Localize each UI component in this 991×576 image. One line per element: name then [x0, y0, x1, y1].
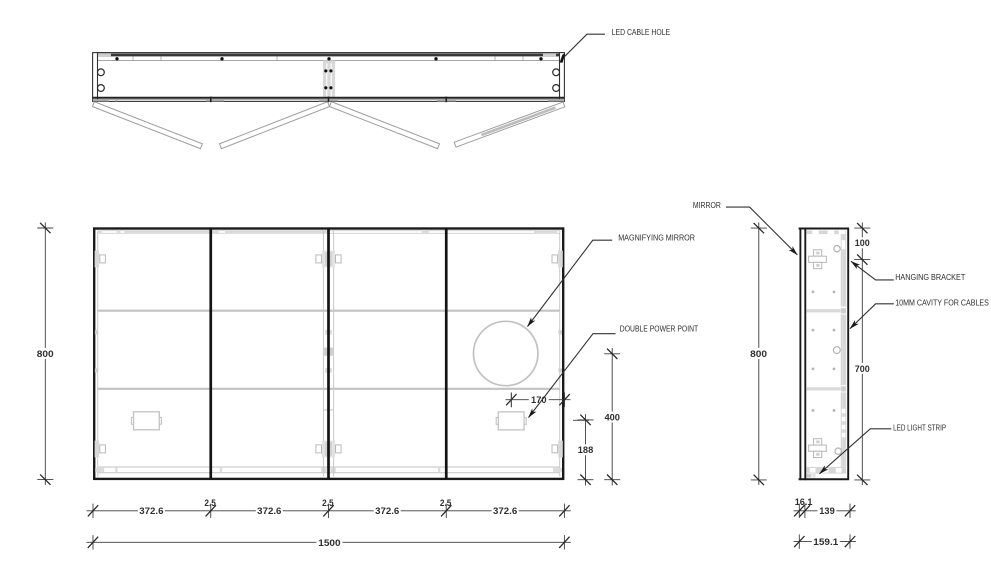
svg-text:188: 188 — [578, 445, 594, 456]
svg-text:10MM CAVITY FOR CABLES: 10MM CAVITY FOR CABLES — [895, 298, 989, 308]
svg-text:2.5: 2.5 — [440, 498, 452, 509]
svg-text:170: 170 — [531, 395, 547, 406]
svg-text:372.6: 372.6 — [375, 506, 399, 517]
svg-text:DOUBLE POWER POINT: DOUBLE POWER POINT — [620, 324, 699, 334]
svg-text:MAGNIFYING MIRROR: MAGNIFYING MIRROR — [618, 233, 695, 243]
svg-text:372.6: 372.6 — [493, 506, 517, 517]
svg-text:2.5: 2.5 — [322, 498, 334, 509]
svg-text:800: 800 — [750, 349, 767, 360]
svg-text:1500: 1500 — [318, 538, 340, 549]
svg-text:139: 139 — [819, 506, 835, 517]
svg-text:100: 100 — [855, 238, 870, 249]
svg-text:800: 800 — [37, 349, 54, 360]
svg-text:16.1: 16.1 — [795, 497, 813, 508]
svg-text:372.6: 372.6 — [257, 506, 281, 517]
svg-text:159.1: 159.1 — [813, 537, 839, 548]
svg-text:400: 400 — [604, 412, 620, 423]
svg-text:HANGING BRACKET: HANGING BRACKET — [895, 272, 966, 282]
svg-text:372.6: 372.6 — [139, 506, 163, 517]
svg-text:700: 700 — [855, 364, 870, 375]
svg-text:LED CABLE HOLE: LED CABLE HOLE — [612, 27, 671, 37]
svg-text:LED LIGHT STRIP: LED LIGHT STRIP — [893, 422, 946, 432]
svg-text:2.5: 2.5 — [204, 498, 216, 509]
svg-text:MIRROR: MIRROR — [693, 200, 721, 210]
